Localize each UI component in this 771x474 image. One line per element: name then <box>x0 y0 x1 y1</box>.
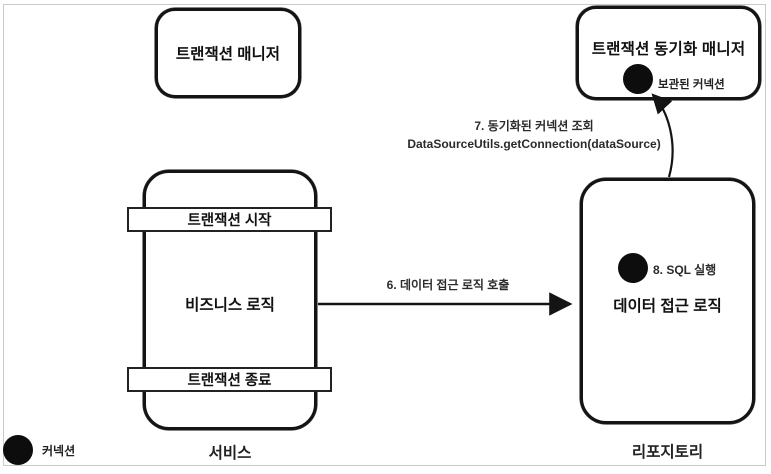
transaction-end-bar: 트랜잭션 종료 <box>127 367 332 392</box>
data-access-logic-label: 데이터 접근 로직 <box>613 298 722 315</box>
diagram-frame <box>3 4 766 466</box>
call-data-access-label: 6. 데이터 접근 로직 호출 <box>386 278 510 292</box>
repository-label: 리포지토리 <box>631 444 704 461</box>
service-label: 서비스 <box>208 445 252 462</box>
sync-lookup-label: 7. 동기화된 커넥션 조회 DataSourceUtils.getConnec… <box>383 117 685 153</box>
business-logic-label: 비즈니스 로직 <box>185 297 275 314</box>
stored-connection-icon <box>623 64 653 94</box>
stored-connection-label: 보관된 커넥션 <box>658 79 725 91</box>
sync-lookup-label-line2: DataSourceUtils.getConnection(dataSource… <box>407 137 661 151</box>
transaction-manager-title: 트랜잭션 매니저 <box>175 46 281 63</box>
sql-connection-icon <box>618 253 648 283</box>
transaction-start-bar: 트랜잭션 시작 <box>127 207 332 232</box>
legend-connection-label: 커넥션 <box>42 444 76 458</box>
repository-box <box>580 178 755 424</box>
sync-manager-title: 트랜잭션 동기화 매니저 <box>591 41 746 58</box>
sync-lookup-label-line1: 7. 동기화된 커넥션 조회 <box>474 119 594 133</box>
transaction-manager-box: 트랜잭션 매니저 <box>155 8 301 98</box>
sql-step-label: 8. SQL 실행 <box>653 263 717 277</box>
legend-connection-icon <box>3 435 33 465</box>
